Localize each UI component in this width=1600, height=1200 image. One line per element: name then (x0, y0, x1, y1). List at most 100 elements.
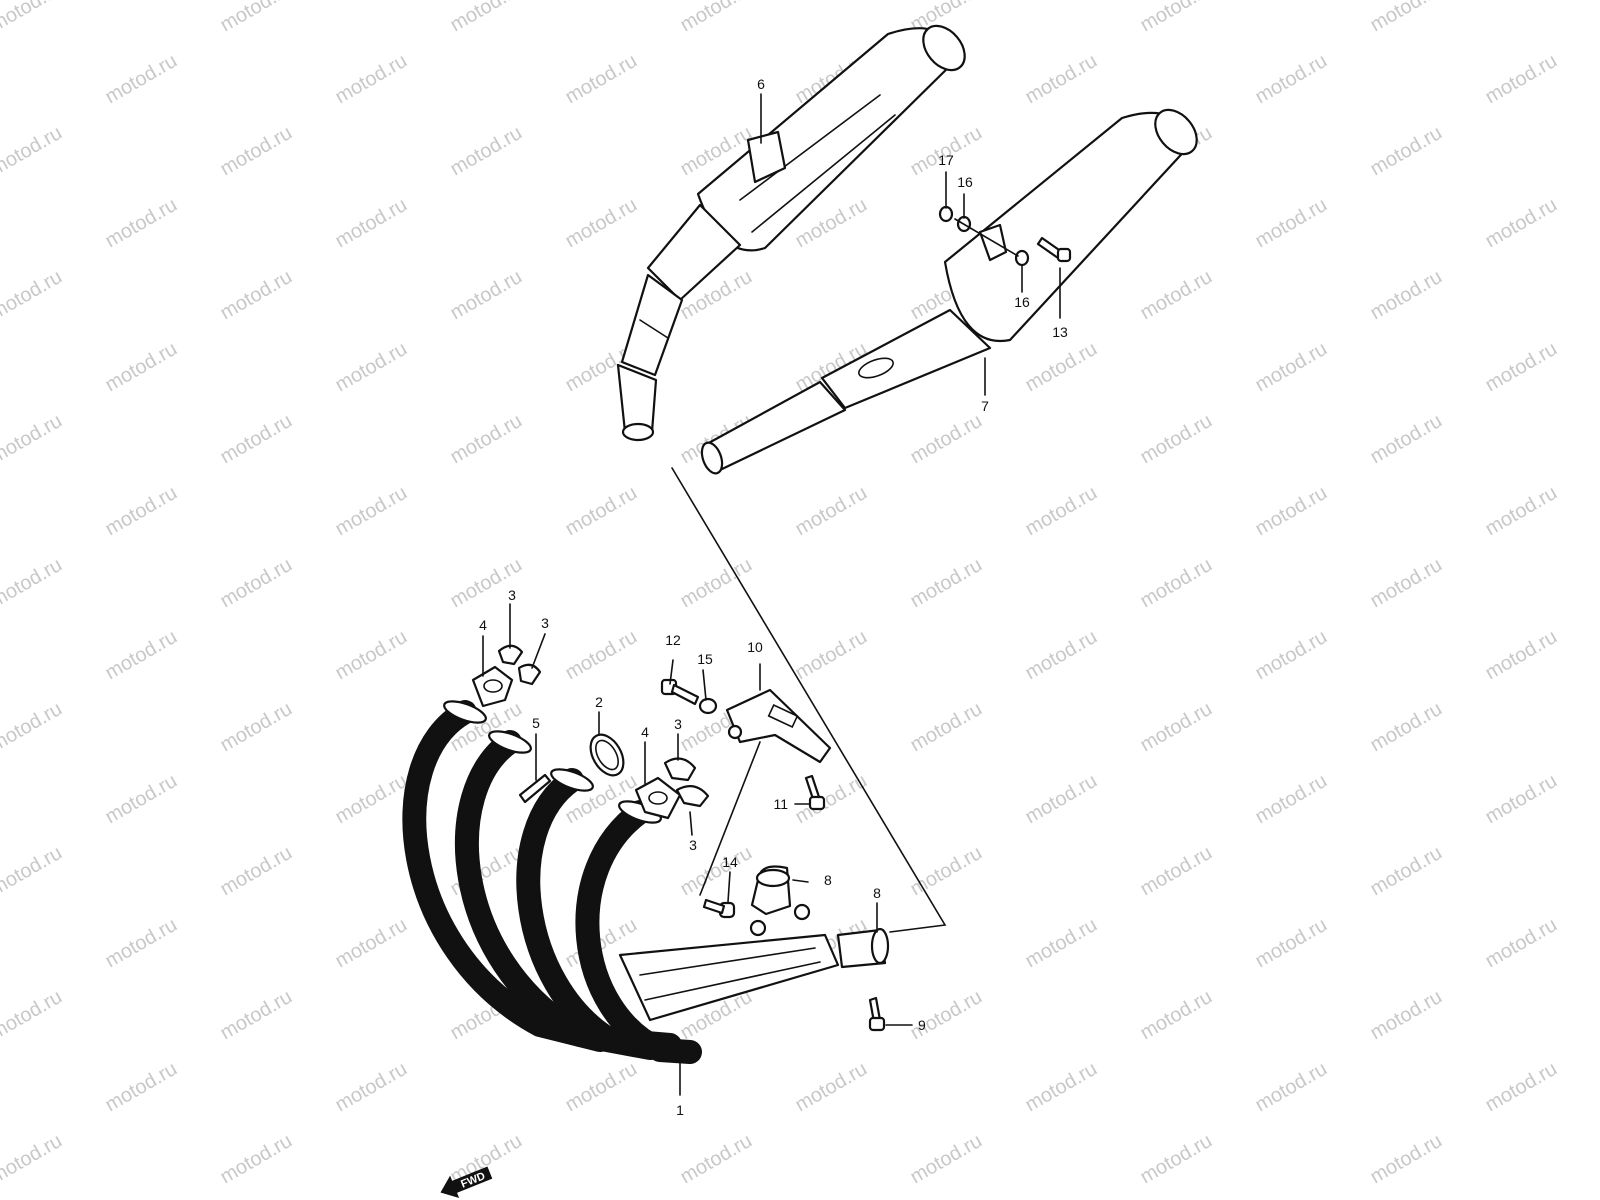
watermark-text: motod.ru (1482, 482, 1561, 541)
callout-14: 14 (722, 854, 738, 870)
watermark-text: motod.ru (562, 194, 641, 253)
watermark-text: motod.ru (1022, 482, 1101, 541)
watermark-text: motod.ru (907, 842, 986, 901)
callout-leaders (482, 93, 1061, 1096)
callout-15: 15 (697, 651, 713, 667)
watermark-text: motod.ru (792, 1058, 871, 1117)
watermark-text: motod.ru (102, 914, 181, 973)
watermark-text: motod.ru (1137, 1130, 1216, 1189)
watermark-text: motod.ru (332, 914, 411, 973)
watermark-text: motod.ru (1367, 554, 1446, 613)
watermark-text: motod.ru (1482, 338, 1561, 397)
watermark-text: motod.ru (102, 338, 181, 397)
watermark-text: motod.ru (217, 698, 296, 757)
watermark-text: motod.ru (1252, 770, 1331, 829)
watermark-text: motod.ru (1367, 986, 1446, 1045)
watermark-text: motod.ru (1137, 410, 1216, 469)
watermark-text: motod.ru (1022, 338, 1101, 397)
clamp-8-upper[interactable] (749, 865, 811, 937)
watermark-text: motod.ru (1597, 986, 1600, 1045)
callout-11: 11 (773, 796, 788, 812)
callout-17: 17 (938, 152, 954, 168)
muffler-mount-hardware[interactable] (938, 205, 1072, 267)
bolt-9[interactable] (868, 996, 886, 1032)
watermark-text: motod.ru (0, 842, 66, 901)
exhaust-flange-lower[interactable] (634, 776, 682, 820)
watermark-text: motod.ru (217, 122, 296, 181)
watermark-text: motod.ru (0, 122, 66, 181)
watermark-text: motod.ru (1597, 0, 1600, 36)
watermark-text: motod.ru (792, 626, 871, 685)
fwd-arrow-icon (440, 1166, 493, 1198)
callout-3-c: 3 (674, 716, 682, 732)
watermark-text: motod.ru (0, 1130, 66, 1189)
watermark-text: motod.ru (1597, 842, 1600, 901)
watermark-text: motod.ru (1482, 1058, 1561, 1117)
left-muffler[interactable] (616, 18, 973, 442)
callout-8-a: 8 (824, 872, 832, 888)
watermark-text: motod.ru (562, 50, 641, 109)
bolt-12-with-spacer-15[interactable] (660, 678, 718, 715)
watermark-text: motod.ru (0, 266, 66, 325)
watermark-text: motod.ru (1367, 0, 1446, 36)
watermark-text: motod.ru (0, 410, 66, 469)
callout-labels: 1 2 3 3 3 3 4 4 5 6 7 8 8 9 10 11 12 13 … (479, 76, 1068, 1118)
watermark-text: motod.ru (562, 626, 641, 685)
watermark-text: motod.ru (1137, 554, 1216, 613)
assembly-leader-line (671, 467, 947, 933)
watermark-text: motod.ru (1252, 338, 1331, 397)
watermark-text: motod.ru (1252, 914, 1331, 973)
watermark-text: motod.ru (332, 194, 411, 253)
watermark-text: motod.ru (562, 482, 641, 541)
watermark-text: motod.ru (102, 770, 181, 829)
callout-4-b: 4 (641, 724, 649, 740)
muffler-bracket-10[interactable] (725, 688, 832, 764)
watermark-text: motod.ru (0, 698, 66, 757)
watermark-text: motod.ru (1252, 1058, 1331, 1117)
callout-1: 1 (676, 1102, 684, 1118)
watermark-text: motod.ru (1367, 122, 1446, 181)
watermark-text: motod.ru (447, 410, 526, 469)
watermark-text: motod.ru (1367, 410, 1446, 469)
bolt-14[interactable] (702, 898, 736, 919)
watermark-text: motod.ru (1597, 266, 1600, 325)
stud-bolt-5[interactable] (518, 773, 552, 804)
watermark-text: motod.ru (102, 482, 181, 541)
callout-12: 12 (665, 632, 681, 648)
watermark-text: motod.ru (0, 986, 66, 1045)
watermark-text: motod.ru (1367, 698, 1446, 757)
watermark-text: motod.ru (1482, 194, 1561, 253)
watermark-text: motod.ru (907, 1130, 986, 1189)
watermark-text: motod.ru (1367, 266, 1446, 325)
watermark-text: motod.ru (217, 842, 296, 901)
callout-8-b: 8 (873, 885, 881, 901)
watermark-text: motod.ru (1137, 842, 1216, 901)
watermark-text: motod.ru (217, 410, 296, 469)
watermark-text: motod.ru (447, 122, 526, 181)
watermark-text: motod.ru (1137, 986, 1216, 1045)
flange-clip-parts[interactable] (497, 644, 710, 808)
callout-5: 5 (532, 715, 540, 731)
exhaust-flange-upper[interactable] (471, 665, 514, 708)
watermark-text: motod.ru (332, 770, 411, 829)
watermark-text: motod.ru (447, 0, 526, 36)
callout-16-a: 16 (957, 174, 973, 190)
watermark-text: motod.ru (1597, 698, 1600, 757)
watermark-text: motod.ru (332, 338, 411, 397)
callout-9: 9 (918, 1017, 926, 1033)
bolt-11[interactable] (804, 774, 826, 811)
watermark-text: motod.ru (1482, 50, 1561, 109)
right-muffler[interactable] (698, 102, 1205, 476)
watermark-text: motod.ru (447, 554, 526, 613)
watermark-text: motod.ru (1597, 554, 1600, 613)
watermark-text: motod.ru (217, 986, 296, 1045)
exhaust-header-assembly[interactable] (402, 697, 890, 1064)
watermark-text: motod.ru (1022, 770, 1101, 829)
watermark-text: motod.ru (1022, 1058, 1101, 1117)
watermark-text: motod.ru (217, 1130, 296, 1189)
watermark-text: motod.ru (217, 0, 296, 36)
exhaust-gasket-2[interactable] (584, 729, 630, 781)
watermark-text: motod.ru (0, 554, 66, 613)
watermark-text: motod.ru (1137, 266, 1216, 325)
watermark-text: motod.ru (1597, 410, 1600, 469)
